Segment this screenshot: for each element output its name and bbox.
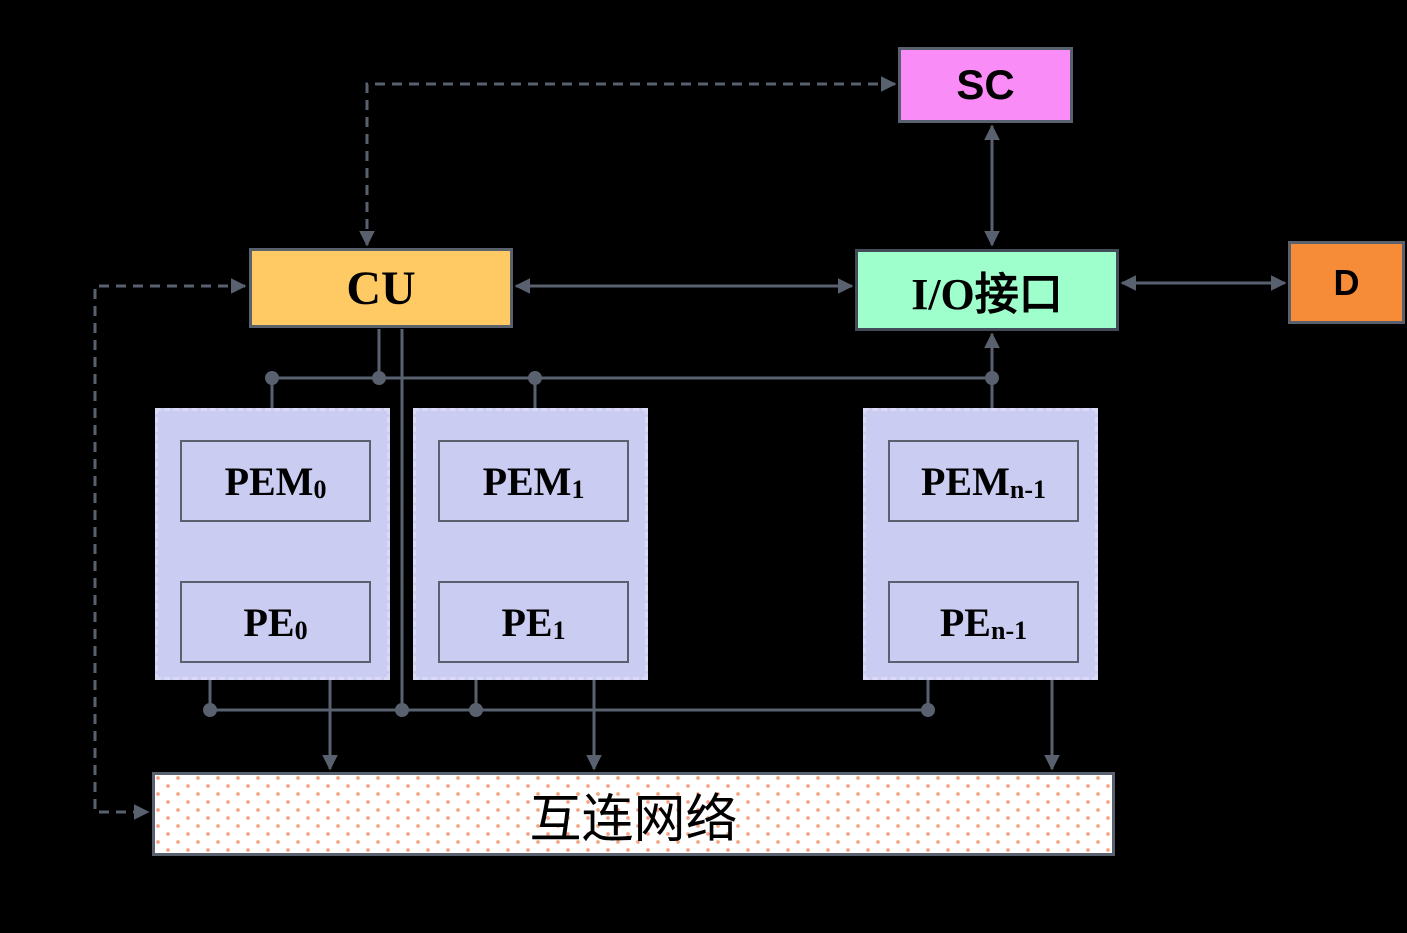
io-interface-box: I/O接口	[855, 249, 1119, 331]
junction-dot	[469, 703, 483, 717]
device-label: D	[1333, 261, 1360, 303]
pe1-label: PE	[501, 599, 553, 645]
sc-box: SC	[898, 47, 1073, 123]
junction-dot	[921, 703, 935, 717]
control-cu-network-dashed	[93, 278, 247, 820]
cu-label: CU	[346, 261, 416, 315]
pe0-label: PE	[243, 599, 295, 645]
junction-dot	[372, 371, 386, 385]
sc-label: SC	[956, 61, 1015, 108]
junction-dot	[265, 371, 279, 385]
junction-dot	[985, 371, 999, 385]
interconnect-network-box: 互连网络	[152, 772, 1115, 856]
pem0-label: PEM	[224, 458, 314, 504]
junction-dots	[203, 371, 999, 717]
io-interface-label: I/O接口	[911, 270, 1063, 319]
control-sc-cu-dashed	[359, 76, 897, 247]
interconnect-network-label: 互连网络	[529, 791, 738, 849]
cu-box: CU	[249, 248, 513, 328]
device-box: D	[1288, 241, 1405, 324]
junction-dot	[528, 371, 542, 385]
junction-dot	[395, 703, 409, 717]
junction-dot	[203, 703, 217, 717]
pen-label: PE	[939, 599, 991, 645]
pemn-label: PEM	[921, 458, 1010, 504]
pem1-label: PEM	[482, 458, 572, 504]
